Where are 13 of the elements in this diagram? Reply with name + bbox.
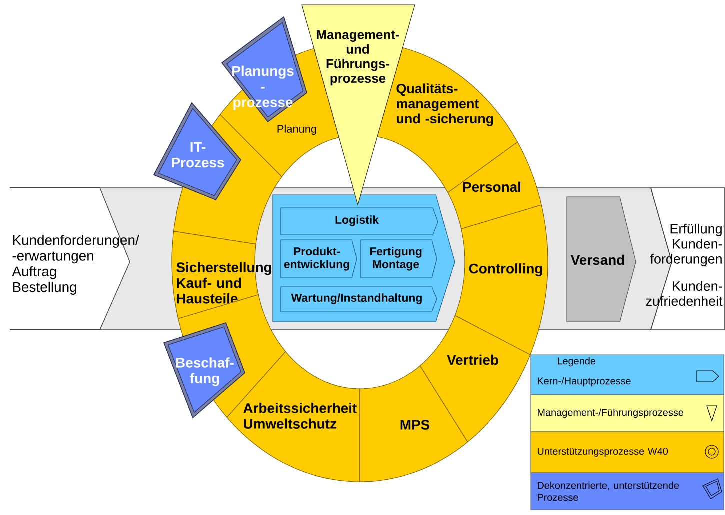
legend-text: Kern-/Hauptprozesse	[538, 377, 631, 387]
legend-text: Management-/Führungsprozesse	[538, 408, 684, 418]
ring-segment: Controlling	[454, 204, 548, 356]
legend-text: Dekonzentrierte, unterstützende Prozesse	[538, 482, 680, 502]
legend-heading: Legende	[558, 357, 596, 367]
process-step: Wartung/Instandhaltung	[280, 286, 438, 312]
legend-text: Unterstützungsprozesse W40	[538, 448, 668, 457]
ring-segment: Personal	[448, 142, 542, 230]
process-step: Fertigung Montage	[360, 240, 438, 278]
shipping-step: Versand	[566, 196, 636, 322]
process-step: Produkt- entwicklung	[280, 240, 358, 278]
process-step: Logistik	[280, 208, 438, 236]
ring-segment: MPS	[360, 366, 468, 482]
